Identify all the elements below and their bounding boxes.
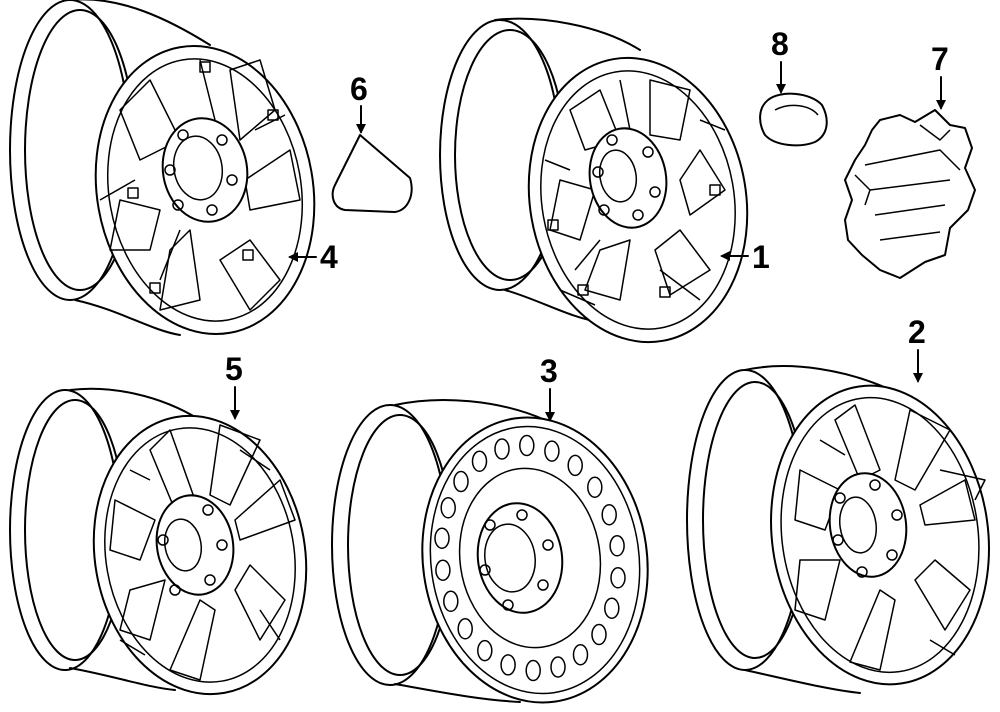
vent-hole — [477, 639, 493, 662]
vent-hole — [434, 527, 450, 549]
vent-hole — [435, 559, 451, 581]
vent-hole — [550, 656, 566, 678]
callout-label-1: 1 — [752, 239, 770, 275]
vent-hole — [440, 497, 456, 519]
wheel-1-spokes — [544, 79, 726, 306]
vent-hole — [587, 476, 603, 498]
wheel-part-2[interactable] — [686, 365, 1000, 698]
lug-cap-part-8[interactable] — [759, 92, 828, 147]
callout-label-5: 5 — [225, 351, 243, 387]
vent-hole — [610, 567, 626, 589]
vent-hole — [471, 450, 488, 473]
wheel-2-spokes — [794, 404, 986, 671]
callout-4: 4 — [288, 239, 338, 275]
callout-label-3: 3 — [540, 353, 558, 389]
vent-hole — [591, 623, 607, 646]
vent-hole — [519, 434, 535, 457]
vent-hole — [457, 618, 473, 640]
callout-label-6: 6 — [350, 71, 368, 107]
callout-7: 7 — [931, 41, 949, 110]
wheel-part-3[interactable] — [331, 399, 666, 712]
callout-6: 6 — [350, 71, 368, 134]
callout-label-4: 4 — [320, 239, 338, 275]
vent-hole — [544, 440, 560, 462]
vent-hole — [494, 438, 510, 460]
center-cap-part-7[interactable] — [844, 109, 976, 279]
vent-hole — [609, 535, 625, 557]
vent-hole — [453, 470, 469, 493]
callout-label-2: 2 — [908, 314, 926, 350]
wheel-part-5[interactable] — [9, 387, 328, 711]
wheel-part-4[interactable] — [9, 0, 337, 352]
wheel-part-1[interactable] — [439, 17, 769, 360]
steel-wheel-holes — [434, 434, 626, 682]
vent-hole — [572, 643, 589, 666]
callout-1: 1 — [720, 239, 770, 275]
vent-hole — [500, 654, 516, 676]
callout-5: 5 — [225, 351, 243, 420]
emblem-part-6[interactable] — [331, 134, 413, 213]
vent-hole — [601, 503, 617, 526]
vent-hole — [443, 590, 459, 613]
wheel-4-spokes — [99, 59, 301, 311]
callout-label-8: 8 — [771, 26, 789, 62]
vent-hole — [525, 659, 541, 682]
callout-2: 2 — [908, 314, 926, 383]
callout-label-7: 7 — [931, 41, 949, 77]
vent-hole — [567, 454, 583, 477]
vent-hole — [604, 597, 620, 619]
callout-8: 8 — [771, 26, 789, 94]
callout-3: 3 — [540, 353, 558, 422]
